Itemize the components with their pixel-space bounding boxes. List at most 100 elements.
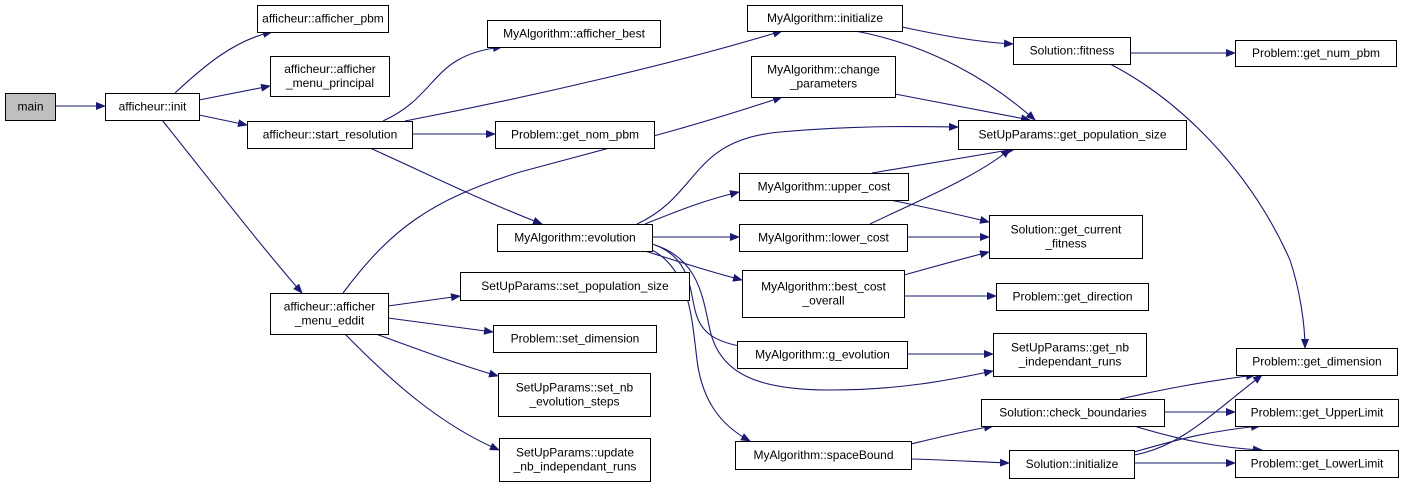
node-label: MyAlgorithm::initialize: [767, 11, 883, 25]
edge-afficheur-afficher-menu-eddit-to-myalgorithm-change-parameters: [342, 96, 783, 294]
edge-arrow: [654, 244, 751, 351]
edge-arrow: [387, 317, 494, 335]
edge-arrow: [901, 26, 1014, 48]
node-box: [5, 93, 56, 121]
edge-myalgorithm-upper-cost-to-solution-get-current-fitness: [889, 199, 990, 224]
node-label: SetUpParams::get_nb: [1011, 341, 1129, 355]
node-problem-get-direction[interactable]: Problem::get_direction: [996, 283, 1149, 311]
node-box: [1013, 37, 1131, 65]
edge-afficheur-start-resolution-to-myalgorithm-evolution: [369, 147, 543, 225]
node-label: afficheur::start_resolution: [263, 128, 398, 142]
edge-myalgorithm-upper-cost-to-setupparams-get-population-size: [871, 146, 1016, 174]
edge-arrow: [382, 44, 503, 122]
node-box: [1009, 450, 1135, 479]
edge-solution-initialize-to-problem-get-dimension: [1133, 374, 1263, 456]
edge-arrow: [910, 423, 994, 445]
node-label: Solution::get_current: [1011, 223, 1122, 237]
node-myalgorithm-best-cost-overall[interactable]: MyAlgorithm::best_cost_overall: [742, 270, 905, 318]
edge-arrow: [198, 83, 271, 101]
node-afficheur-afficher-menu-principal[interactable]: afficheur::afficher_menu_principal: [270, 56, 390, 97]
node-solution-check-boundaries[interactable]: Solution::check_boundaries: [981, 399, 1165, 427]
edge-arrow: [387, 293, 461, 307]
node-problem-get-upperlimit[interactable]: Problem::get_UpperLimit: [1235, 399, 1399, 427]
edge-solution-fitness-to-problem-get-dimension: [1109, 63, 1309, 349]
edge-arrow: [404, 29, 783, 122]
node-box: [989, 215, 1143, 259]
edge-layer: [55, 26, 1309, 467]
node-afficheur-init[interactable]: afficheur::init: [105, 93, 200, 121]
node-box: [495, 121, 655, 149]
node-solution-fitness[interactable]: Solution::fitness: [1013, 37, 1131, 65]
node-solution-get-current-fitness[interactable]: Solution::get_current_fitness: [989, 215, 1143, 259]
node-label: MyAlgorithm::lower_cost: [758, 231, 889, 245]
edge-myalgorithm-spacebound-to-solution-initialize: [910, 458, 1010, 467]
node-box: [487, 20, 661, 48]
edge-solution-initialize-to-problem-get-upperlimit: [1133, 422, 1261, 453]
edge-afficheur-start-resolution-to-myalgorithm-initialize: [404, 29, 783, 122]
node-myalgorithm-upper-cost[interactable]: MyAlgorithm::upper_cost: [739, 173, 909, 201]
node-myalgorithm-g-evolution[interactable]: MyAlgorithm::g_evolution: [737, 341, 908, 369]
node-box: [993, 333, 1147, 377]
node-setupparams-get-population-size[interactable]: SetUpParams::get_population_size: [958, 120, 1187, 150]
edge-myalgorithm-change-parameters-to-setupparams-get-population-size: [894, 93, 1031, 123]
node-label: Solution::initialize: [1026, 457, 1119, 471]
node-myalgorithm-spacebound[interactable]: MyAlgorithm::spaceBound: [735, 441, 912, 470]
node-afficheur-start-resolution[interactable]: afficheur::start_resolution: [247, 121, 413, 149]
edge-myalgorithm-evolution-to-setupparams-get-nb-independant-runs: [651, 243, 994, 391]
node-solution-initialize[interactable]: Solution::initialize: [1009, 450, 1135, 479]
edge-arrow: [1109, 63, 1309, 349]
node-setupparams-set-population-size[interactable]: SetUpParams::set_population_size: [460, 272, 690, 301]
node-label: _evolution_steps: [528, 395, 619, 409]
node-box: [1236, 348, 1398, 376]
edge-arrow: [1133, 422, 1261, 453]
node-afficheur-afficher-menu-eddit[interactable]: afficheur::afficher_menu_eddit: [270, 293, 389, 335]
node-label: MyAlgorithm::upper_cost: [758, 180, 891, 194]
edge-arrow: [903, 250, 990, 276]
node-label: afficheur::afficher_pbm: [262, 12, 384, 26]
node-setupparams-get-nb-independant-runs[interactable]: SetUpParams::get_nb_independant_runs: [993, 333, 1147, 377]
edge-afficheur-init-to-afficheur-afficher-menu-principal: [198, 83, 271, 101]
node-myalgorithm-evolution[interactable]: MyAlgorithm::evolution: [497, 224, 653, 252]
node-box: [1235, 399, 1399, 427]
edge-myalgorithm-initialize-to-solution-fitness: [901, 26, 1014, 48]
node-box: [747, 5, 903, 32]
node-problem-get-dimension[interactable]: Problem::get_dimension: [1236, 348, 1398, 376]
node-label: Problem::get_UpperLimit: [1251, 406, 1384, 420]
node-label: MyAlgorithm::afficher_best: [503, 27, 646, 41]
node-label: _parameters: [789, 77, 857, 91]
node-setupparams-update-nb-independant-runs[interactable]: SetUpParams::update_nb_independant_runs: [499, 438, 651, 482]
node-label: SetUpParams::get_population_size: [978, 128, 1166, 142]
edge-arrow: [342, 96, 783, 294]
node-label: _fitness: [1044, 237, 1086, 251]
node-label: _overall: [801, 294, 844, 308]
node-label: MyAlgorithm::g_evolution: [755, 348, 890, 362]
node-box: [981, 399, 1165, 427]
node-box: [742, 270, 905, 318]
node-myalgorithm-lower-cost[interactable]: MyAlgorithm::lower_cost: [739, 224, 908, 252]
node-myalgorithm-change-parameters[interactable]: MyAlgorithm::change_parameters: [751, 56, 896, 98]
node-problem-get-nom-pbm[interactable]: Problem::get_nom_pbm: [495, 121, 655, 149]
node-myalgorithm-afficher-best[interactable]: MyAlgorithm::afficher_best: [487, 20, 661, 48]
edge-arrow: [1119, 372, 1256, 400]
node-label: SetUpParams::set_population_size: [481, 279, 669, 293]
node-problem-get-lowerlimit[interactable]: Problem::get_LowerLimit: [1235, 450, 1399, 478]
edge-arrow: [369, 147, 543, 225]
node-box: [739, 224, 908, 252]
node-problem-set-dimension[interactable]: Problem::set_dimension: [493, 325, 657, 353]
node-main[interactable]: main: [5, 93, 56, 121]
node-afficheur-afficher-pbm[interactable]: afficheur::afficher_pbm: [257, 5, 389, 33]
edge-myalgorithm-lower-cost-to-setupparams-get-population-size: [869, 148, 1011, 225]
node-label: Problem::get_nom_pbm: [511, 128, 639, 142]
node-box: [105, 93, 200, 121]
node-label: MyAlgorithm::best_cost: [761, 280, 886, 294]
node-setupparams-set-nb-evolution-steps[interactable]: SetUpParams::set_nb_evolution_steps: [498, 373, 651, 417]
edge-afficheur-init-to-afficheur-afficher-pbm: [174, 29, 273, 94]
node-box: [1235, 40, 1397, 67]
node-myalgorithm-initialize[interactable]: MyAlgorithm::initialize: [747, 5, 903, 32]
node-box: [735, 441, 912, 470]
edge-myalgorithm-evolution-to-myalgorithm-upper-cost: [644, 190, 740, 225]
node-label: Problem::get_num_pbm: [1252, 46, 1380, 60]
node-box: [270, 293, 389, 335]
edge-solution-check-boundaries-to-problem-get-lowerlimit: [1133, 425, 1263, 454]
node-problem-get-num-pbm[interactable]: Problem::get_num_pbm: [1235, 40, 1397, 67]
